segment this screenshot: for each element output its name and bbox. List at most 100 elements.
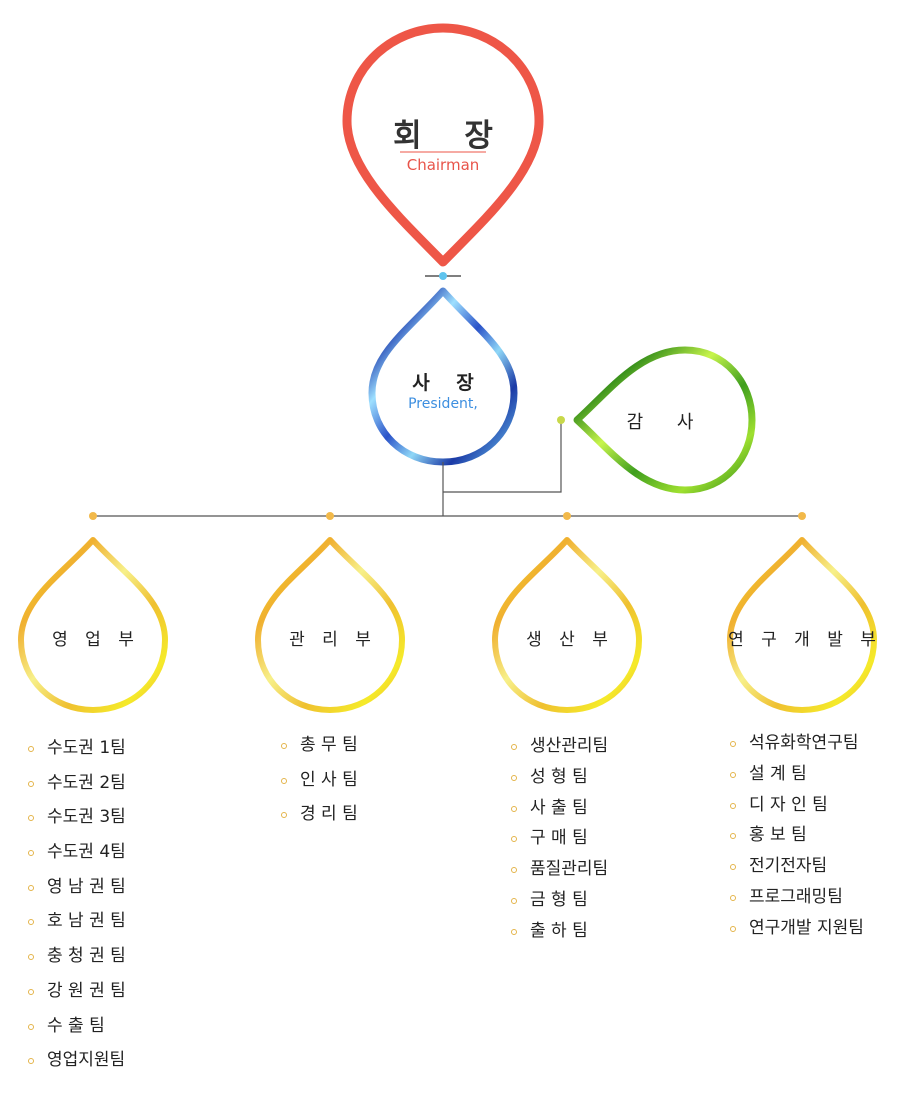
bullet-icon xyxy=(511,805,517,812)
list-item: 설 계 팀 xyxy=(727,763,864,794)
team-name: 생산관리팀 xyxy=(530,736,609,756)
dept-title-admin: 관 리 부 xyxy=(289,630,377,650)
dept-connector-dot-2 xyxy=(326,512,334,520)
team-list-sales: 수도권 1팀 수도권 2팀 수도권 3팀 수도권 4팀 영 남 권 팀 호 남 … xyxy=(25,737,126,1084)
team-name: 수도권 1팀 xyxy=(47,738,126,758)
team-name: 홍 보 팀 xyxy=(749,825,807,846)
bullet-icon xyxy=(511,836,517,843)
bullet-icon xyxy=(28,919,34,926)
list-item: 생산관리팀 xyxy=(508,735,608,766)
bullet-icon xyxy=(28,780,34,787)
chairman-connector-dot xyxy=(439,272,447,280)
team-name: 프로그래밍팀 xyxy=(749,886,843,907)
bullet-icon xyxy=(730,741,736,747)
list-item: 강 원 권 팀 xyxy=(25,980,126,1015)
team-name: 호 남 권 팀 xyxy=(47,911,126,932)
bullet-icon xyxy=(730,802,736,809)
team-name: 금 형 팀 xyxy=(530,889,588,910)
audit-connector xyxy=(443,420,562,493)
team-name: 충 청 권 팀 xyxy=(47,946,126,967)
list-item: 구 매 팀 xyxy=(508,827,608,858)
team-name: 영 남 권 팀 xyxy=(47,876,126,897)
team-name: 인 사 팀 xyxy=(300,769,358,790)
dept-node-shape-production xyxy=(492,537,642,713)
list-item: 품질관리팀 xyxy=(508,858,608,889)
list-item: 인 사 팀 xyxy=(278,769,358,804)
bullet-icon xyxy=(281,743,287,749)
list-item: 프로그래밍팀 xyxy=(727,886,864,917)
list-item: 홍 보 팀 xyxy=(727,824,864,855)
list-item: 수도권 3팀 xyxy=(25,806,126,841)
bullet-icon xyxy=(730,864,736,871)
team-list-rnd: 석유화학연구팀 설 계 팀 디 자 인 팀 홍 보 팀 전기전자팀 프로그래밍팀… xyxy=(727,732,864,948)
team-name: 사 출 팀 xyxy=(530,797,588,818)
list-item: 총 무 팀 xyxy=(278,734,358,769)
bullet-icon xyxy=(511,744,517,750)
list-item: 디 자 인 팀 xyxy=(727,794,864,825)
list-item: 석유화학연구팀 xyxy=(727,732,864,763)
bullet-icon xyxy=(511,928,517,935)
bullet-icon xyxy=(730,894,736,901)
team-name: 수도권 4팀 xyxy=(47,842,126,863)
president-subtitle: President, xyxy=(408,396,478,412)
list-item: 사 출 팀 xyxy=(508,797,608,828)
audit-connector-dot xyxy=(557,416,565,424)
bullet-icon xyxy=(730,833,736,840)
dept-title-rnd: 연 구 개 발 부 xyxy=(728,630,882,650)
list-item: 경 리 팀 xyxy=(278,803,358,838)
bullet-icon xyxy=(28,746,34,752)
list-item: 전기전자팀 xyxy=(727,855,864,886)
list-item: 영업지원팀 xyxy=(25,1049,126,1084)
team-name: 구 매 팀 xyxy=(530,828,588,849)
team-name: 연구개발 지원팀 xyxy=(749,917,864,938)
team-list-production: 생산관리팀 성 형 팀 사 출 팀 구 매 팀 품질관리팀 금 형 팀 출 하 … xyxy=(508,735,608,951)
list-item: 수도권 4팀 xyxy=(25,841,126,876)
dept-connector-dot-1 xyxy=(89,512,97,520)
dept-node-shape-admin xyxy=(255,537,405,713)
list-item: 영 남 권 팀 xyxy=(25,876,126,911)
list-item: 수도권 2팀 xyxy=(25,772,126,807)
dept-connector-dot-3 xyxy=(563,512,571,520)
bullet-icon xyxy=(730,771,736,778)
dept-title-sales: 영 업 부 xyxy=(52,630,140,650)
team-name: 수도권 2팀 xyxy=(47,772,126,793)
team-name: 강 원 권 팀 xyxy=(47,980,126,1001)
bullet-icon xyxy=(511,897,517,904)
dept-node-shape-sales xyxy=(18,537,168,713)
bullet-icon xyxy=(511,774,517,781)
chairman-node-shape xyxy=(342,23,544,267)
list-item: 출 하 팀 xyxy=(508,920,608,951)
team-name: 품질관리팀 xyxy=(530,859,609,880)
chairman-title: 회 장 xyxy=(393,118,509,154)
list-item: 수도권 1팀 xyxy=(25,737,126,772)
dept-title-production: 생 산 부 xyxy=(526,630,614,650)
team-name: 출 하 팀 xyxy=(530,920,588,941)
audit-node-shape xyxy=(573,346,756,494)
team-name: 수도권 3팀 xyxy=(47,807,126,828)
list-item: 호 남 권 팀 xyxy=(25,910,126,945)
team-name: 설 계 팀 xyxy=(749,763,807,784)
team-name: 경 리 팀 xyxy=(300,804,358,825)
team-name: 디 자 인 팀 xyxy=(749,794,828,815)
bullet-icon xyxy=(730,925,736,932)
team-name: 전기전자팀 xyxy=(749,856,828,877)
team-name: 총 무 팀 xyxy=(300,735,358,755)
team-name: 영업지원팀 xyxy=(47,1050,126,1071)
dept-connector-dot-4 xyxy=(798,512,806,520)
bullet-icon xyxy=(28,1023,34,1030)
bullet-icon xyxy=(28,988,34,995)
audit-title: 감 사 xyxy=(626,412,708,433)
bullet-icon xyxy=(28,1058,34,1065)
team-name: 성 형 팀 xyxy=(530,766,588,787)
bullet-icon xyxy=(281,777,287,784)
bullet-icon xyxy=(511,867,517,874)
list-item: 수 출 팀 xyxy=(25,1015,126,1050)
list-item: 충 청 권 팀 xyxy=(25,945,126,980)
list-item: 성 형 팀 xyxy=(508,766,608,797)
list-item: 연구개발 지원팀 xyxy=(727,917,864,948)
bullet-icon xyxy=(28,954,34,961)
team-name: 석유화학연구팀 xyxy=(749,733,859,753)
bullet-icon xyxy=(28,884,34,891)
bullet-icon xyxy=(28,850,34,857)
